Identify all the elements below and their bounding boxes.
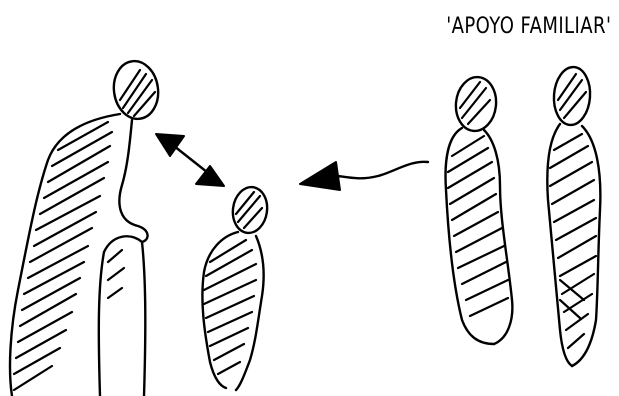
child-figure bbox=[202, 185, 270, 390]
family-member-figure-1 bbox=[446, 75, 513, 344]
double-headed-arrow bbox=[156, 134, 224, 186]
tall-adult-figure bbox=[10, 58, 162, 396]
family-member-figure-2 bbox=[547, 66, 600, 366]
curved-arrow bbox=[300, 162, 428, 190]
